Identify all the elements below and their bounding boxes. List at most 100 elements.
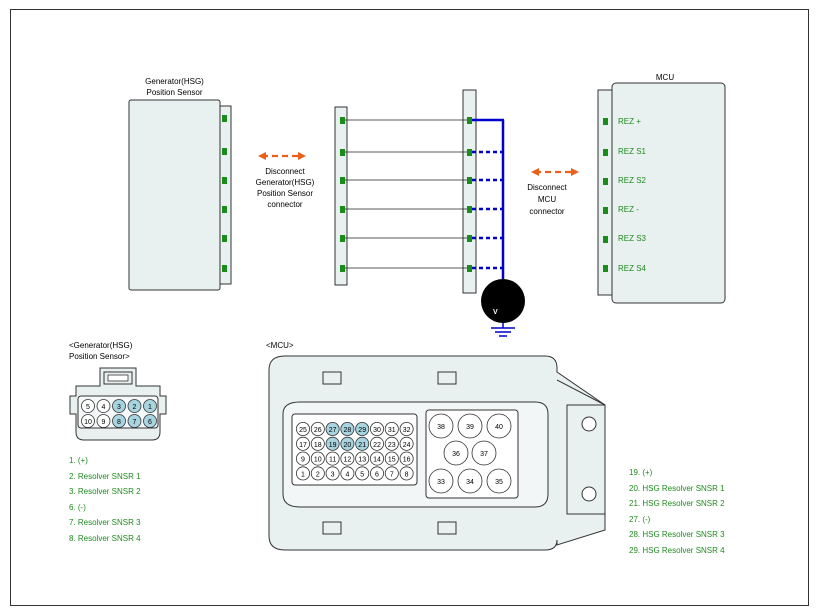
mcu-connector-pin (399, 451, 414, 466)
mcu-connector-pin-number: 24 (403, 442, 411, 449)
pin-entry: 2. Resolver SNSR 1 (69, 471, 141, 481)
mcu-pin-list: 19. (+) 20. HSG Resolver SNSR 1 21. HSG … (629, 465, 725, 558)
harness-left-pin (340, 235, 345, 242)
mcu-connector-pin (355, 436, 370, 451)
pin-entry: 7. Resolver SNSR 3 (69, 518, 141, 527)
mcu-connector-pin-number: 26 (314, 427, 322, 434)
pin-entry: 1. (+) (69, 456, 88, 465)
pin-entry: 20. HSG Resolver SNSR 1 (629, 483, 725, 493)
mcu-connector-large-pin (457, 413, 483, 439)
hsg-connector-pin (112, 414, 126, 428)
mcu-pin (603, 178, 608, 185)
mcu-connector-pin (355, 451, 370, 466)
harness-right-pin (467, 149, 472, 156)
mcu-connector-pin-number: 32 (403, 427, 411, 434)
disconnect-right-line-2: MCU (537, 195, 557, 204)
mcu-pin-label: REZ S3 (618, 234, 647, 243)
mcu-connector-large-pin-number: 35 (495, 479, 503, 486)
pin-entry: 29. HSG Resolver SNSR 4 (629, 545, 725, 555)
mcu-connector-large-pin (471, 440, 497, 466)
mcu-connector-pin (325, 466, 340, 481)
hsg-sensor-pin (222, 177, 227, 184)
harness-right-pin (467, 117, 472, 124)
mcu-connector-pin-number: 30 (373, 427, 381, 434)
mcu-connector-large-pin-number: 39 (466, 424, 474, 431)
pin-entry: 19. (+) (629, 468, 653, 477)
mcu-connector-pin (355, 466, 370, 481)
hsg-connector-title-2: Position Sensor> (69, 352, 130, 361)
mcu-connector-pin (340, 436, 355, 451)
pin-entry: 27. (-) (629, 514, 651, 524)
harness-left-connector (334, 106, 348, 286)
harness-left-pin (340, 265, 345, 272)
hsg-connector-title-1: <Generator(HSG) (69, 341, 133, 350)
mcu-connector-pin (325, 451, 340, 466)
mcu-pin (603, 236, 608, 243)
mcu-connector-pin (340, 421, 355, 436)
harness-wires (340, 117, 472, 272)
harness-left-pin (340, 206, 345, 213)
hsg-connector-pin-number: 10 (84, 419, 92, 426)
mcu-connector-pin (310, 436, 325, 451)
mcu-connector-pin-number: 13 (358, 457, 366, 464)
mcu-connector-large-pin (443, 440, 469, 466)
mcu-pin (603, 149, 608, 156)
mcu-connector-large-pin-number: 36 (452, 451, 460, 458)
hsg-sensor-pin (222, 148, 227, 155)
harness-right-pin (467, 177, 472, 184)
mcu-connector-pin-number: 17 (299, 442, 307, 449)
harness-right-pin (467, 206, 472, 213)
mcu-pin-label: REZ + (618, 117, 641, 126)
mcu-connector-pin (340, 466, 355, 481)
mcu-connector-pin-number: 3 (331, 471, 335, 478)
hsg-connector-pin (112, 399, 126, 413)
hsg-connector-pin-number: 4 (102, 404, 106, 411)
mcu-connector-large-pin (428, 468, 454, 494)
mcu-connector-large-pin-number: 40 (495, 424, 503, 431)
mcu-connector-large-pin-number: 37 (480, 451, 488, 458)
disconnect-left-line-4: connector (267, 200, 303, 209)
hsg-connector-pin-number: 2 (133, 404, 137, 411)
mcu-box (611, 82, 726, 304)
mcu-connector-pin-number: 12 (344, 457, 352, 464)
mcu-connector-pin (399, 436, 414, 451)
mcu-title: MCU (655, 73, 675, 82)
mcu-pin (603, 118, 608, 125)
mcu-connector-large-pin-number: 34 (466, 479, 474, 486)
disconnect-right-line-3: connector (529, 207, 565, 216)
mcu-connector-pin-number: 4 (345, 471, 349, 478)
ground-symbol (491, 323, 515, 337)
mcu-pin (603, 265, 608, 272)
mcu-connector-pin-number: 25 (299, 427, 307, 434)
mcu-connector-pin-number: 18 (314, 442, 322, 449)
mcu-connector-large-pin-number: 33 (437, 479, 445, 486)
mcu-connector-pin (369, 451, 384, 466)
hsg-connector-pin-number: 3 (117, 404, 121, 411)
mcu-connector-pin-number: 20 (344, 442, 352, 449)
mcu-connector-pin-number: 6 (375, 471, 379, 478)
mcu-connector-large-pin (486, 468, 512, 494)
mcu-connector-pin (325, 421, 340, 436)
disconnect-right-arrow (531, 168, 579, 176)
mcu-connector-pin (384, 466, 399, 481)
mcu-connector-pin-number: 23 (388, 442, 396, 449)
hsg-connector-pin (96, 399, 111, 413)
mcu-connector-large-pin (457, 468, 483, 494)
hsg-sensor-pin (222, 206, 227, 213)
hsg-connector-pin-number: 7 (133, 419, 137, 426)
mcu-connector-pin (384, 451, 399, 466)
pin-entry: 6. (-) (69, 502, 86, 512)
mcu-connector-pin (310, 451, 325, 466)
hsg-connector-pin-number: 8 (117, 419, 121, 426)
voltmeter (481, 279, 525, 323)
mcu-connector-pin (384, 436, 399, 451)
harness-right-pin (467, 265, 472, 272)
mcu-connector-pin (340, 451, 355, 466)
harness-left-pin (340, 177, 345, 184)
mcu-connector-pin (369, 421, 384, 436)
pin-entry: 8. Resolver SNSR 4 (69, 533, 141, 543)
mcu-connector-pin (295, 466, 310, 481)
harness-left-pin (340, 117, 345, 124)
mcu-connector-title: <MCU> (266, 341, 294, 350)
